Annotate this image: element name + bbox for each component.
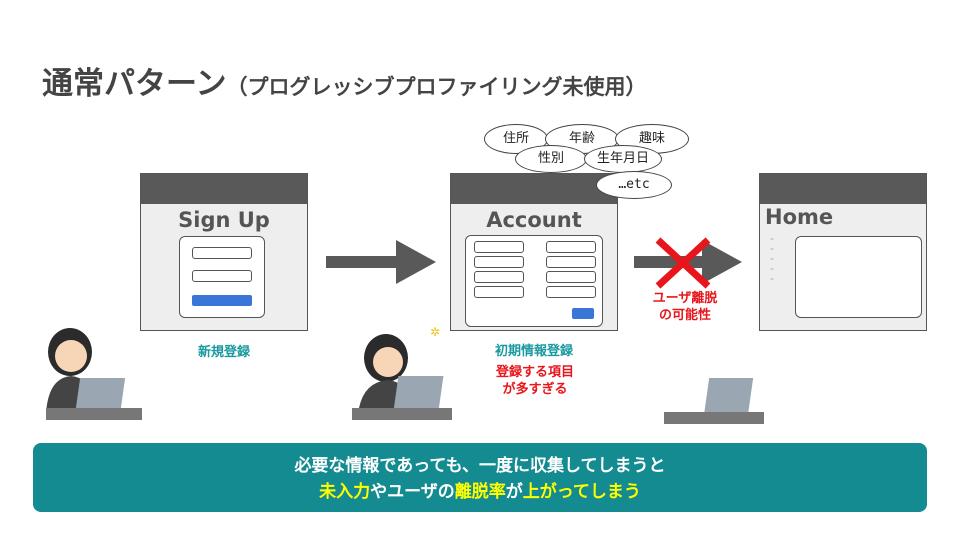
banner-line2: 未入力やユーザの離脱率が上がってしまう — [319, 482, 641, 502]
account-caption: 初期情報登録 — [494, 344, 573, 359]
worried-person-icon: ✲ — [352, 325, 452, 420]
input-field — [192, 247, 252, 259]
menu-lines: ~~~~~ — [770, 237, 775, 283]
window-titlebar — [760, 174, 926, 204]
speech-bubble: …etc — [596, 171, 672, 199]
input-field — [546, 256, 596, 268]
signup-window: Sign Up — [140, 173, 308, 331]
speech-bubble: 住所 — [484, 124, 548, 154]
input-field — [546, 271, 596, 283]
signup-caption: 新規登録 — [197, 345, 250, 360]
window-titlebar — [141, 174, 307, 204]
input-field — [474, 271, 524, 283]
empty-laptop-icon — [664, 378, 764, 424]
input-field — [474, 256, 524, 268]
arrow-right — [326, 240, 436, 284]
svg-text:✲: ✲ — [430, 325, 440, 339]
speech-bubble: 生年月日 — [584, 145, 662, 173]
window-titlebar — [451, 174, 617, 204]
input-field — [192, 270, 252, 282]
input-field — [474, 286, 524, 298]
input-field — [546, 286, 596, 298]
churn-warning: ユーザ離脱の可能性 — [652, 291, 718, 323]
too-many-fields-warning: 登録する項目が多すぎる — [495, 365, 574, 397]
input-field — [546, 241, 596, 253]
slide-title: 通常パターン（プログレッシブプロファイリング未使用） — [42, 58, 646, 103]
speech-bubble: 性別 — [515, 145, 587, 173]
submit-button — [572, 308, 594, 319]
window-title: Sign Up — [178, 208, 270, 232]
person-at-laptop-icon — [46, 328, 142, 420]
window-title: Account — [486, 208, 582, 232]
submit-button — [192, 295, 252, 306]
input-field — [474, 241, 524, 253]
content-panel — [795, 236, 922, 318]
home-window: Home ~~~~~ — [759, 173, 927, 331]
form-panel — [465, 235, 603, 327]
conclusion-banner: 必要な情報であっても、一度に収集してしまうと 未入力やユーザの離脱率が上がってし… — [33, 443, 927, 512]
window-title: Home — [765, 205, 834, 229]
title-main: 通常パターン — [42, 66, 227, 102]
cross-icon — [655, 237, 711, 289]
title-sub: （プログレッシブプロファイリング未使用） — [226, 75, 647, 99]
form-panel — [179, 236, 265, 318]
account-window: Account — [450, 173, 618, 331]
banner-line1: 必要な情報であっても、一度に収集してしまうと — [294, 456, 666, 476]
